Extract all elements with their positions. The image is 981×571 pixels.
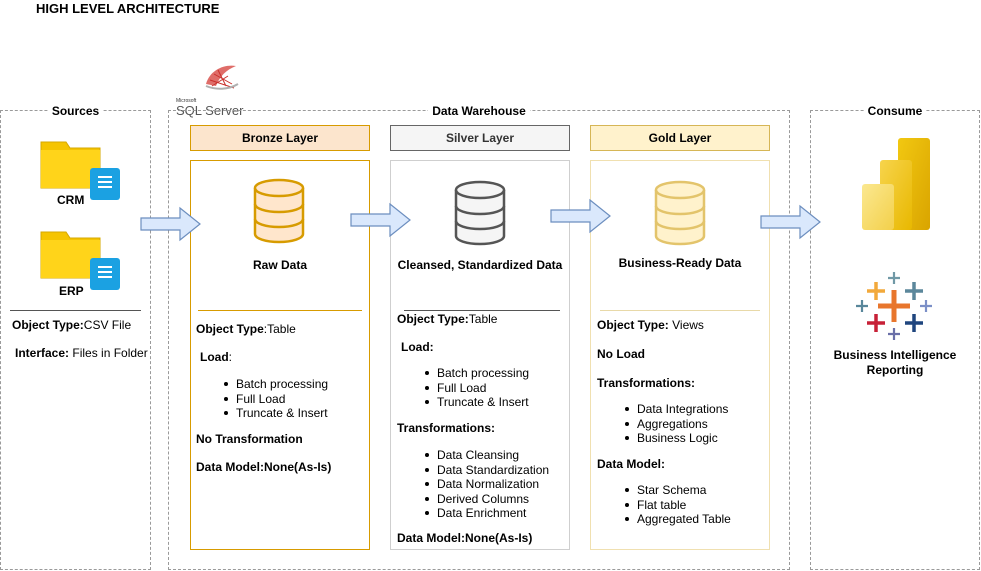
bronze-load: Load: [200,350,232,364]
arrow-silver-to-gold [550,198,611,234]
bronze-caption: Raw Data [252,258,308,272]
crm-source[interactable] [40,138,124,210]
list-item: Business Logic [621,431,728,446]
silver-transformations-list: Data Cleansing Data Standardization Data… [421,448,549,521]
gold-layer-header[interactable]: Gold Layer [590,125,770,151]
silver-transformations-label: Transformations: [397,421,496,435]
silver-layer-box [390,160,570,550]
folder-icon [40,141,120,200]
gold-load: No Load [597,347,645,361]
silver-data-model: Data Model:None(As-Is) [397,531,533,545]
bronze-load-list: Batch processing Full Load Truncate & In… [220,377,328,421]
load-label: Load [200,350,229,364]
bronze-transformation: No Transformation [196,432,303,446]
sources-object-type: Object Type:CSV File [12,318,131,332]
silver-divider [404,310,560,311]
gold-transformations-list: Data Integrations Aggregations Business … [621,402,728,446]
data-warehouse-group: Data Warehouse [168,104,790,570]
object-type-label: Object Type: [12,318,84,332]
silver-database-icon [454,180,506,246]
bronze-layer-header[interactable]: Bronze Layer [190,125,370,151]
interface-value: Files in Folder [69,346,148,360]
list-item: Data Enrichment [421,506,549,521]
object-type-value: Views [668,318,704,332]
bronze-database-icon [253,178,305,244]
list-item: Truncate & Insert [220,406,328,421]
power-bi-icon[interactable] [860,136,932,232]
folder-icon [40,231,120,290]
erp-label: ERP [59,284,84,298]
list-item: Truncate & Insert [421,395,529,410]
sql-server-brand-small: Microsoft [176,98,197,104]
sources-interface: Interface: Files in Folder [15,346,148,360]
silver-layer-header[interactable]: Silver Layer [390,125,570,151]
gold-object-type: Object Type: Views [597,318,704,332]
bi-label-line2: Reporting [866,363,924,377]
bronze-divider [198,310,362,311]
crm-label: CRM [57,193,85,207]
sources-group: Sources [0,104,151,570]
sources-label: Sources [47,104,104,118]
list-item: Batch processing [421,366,529,381]
gold-data-model-list: Star Schema Flat table Aggregated Table [621,483,731,527]
object-type-label: Object Type [196,322,264,336]
consume-group: Consume [810,104,980,570]
sql-server-icon [205,65,239,90]
warehouse-label: Data Warehouse [428,104,530,118]
silver-caption: Cleansed, Standardized Data [397,258,563,272]
bronze-data-model: Data Model:None(As-Is) [196,460,332,474]
page-title: HIGH LEVEL ARCHITECTURE [36,1,220,16]
gold-divider [600,310,760,311]
gold-data-model-label: Data Model: [597,457,666,471]
list-item: Full Load [421,381,529,396]
list-item: Data Standardization [421,463,549,478]
list-item: Data Integrations [621,402,728,417]
gold-transformations-label: Transformations: [597,376,696,390]
list-item: Derived Columns [421,492,549,507]
erp-source[interactable] [40,228,124,300]
list-item: Flat table [621,498,731,513]
gold-caption: Business-Ready Data [618,256,742,270]
list-item: Batch processing [220,377,328,392]
interface-label: Interface: [15,346,70,360]
object-type-value: CSV File [83,318,132,332]
silver-load-list: Batch processing Full Load Truncate & In… [421,366,529,410]
list-item: Aggregations [621,417,728,432]
sources-divider [10,310,141,311]
arrow-gold-to-consume [760,204,821,240]
bi-label-line1: Business Intelligence [833,348,957,362]
object-type-label: Object Type: [397,312,469,326]
list-item: Aggregated Table [621,512,731,527]
object-type-label: Object Type: [597,318,669,332]
arrow-sources-to-bronze [140,206,201,242]
list-item: Data Normalization [421,477,549,492]
list-item: Data Cleansing [421,448,549,463]
silver-load-label: Load: [401,340,434,354]
list-item: Star Schema [621,483,731,498]
object-type-value: :Table [263,322,296,336]
load-suffix: : [228,350,233,364]
consume-label: Consume [863,104,927,118]
list-item: Full Load [220,392,328,407]
silver-object-type: Object Type:Table [397,312,497,326]
bronze-object-type: Object Type:Table [196,322,296,336]
gold-database-icon [654,180,706,246]
arrow-bronze-to-silver [350,202,411,238]
gold-layer-box [590,160,770,550]
object-type-value: Table [468,312,498,326]
tableau-icon[interactable] [856,270,932,342]
bronze-layer-box [190,160,370,550]
